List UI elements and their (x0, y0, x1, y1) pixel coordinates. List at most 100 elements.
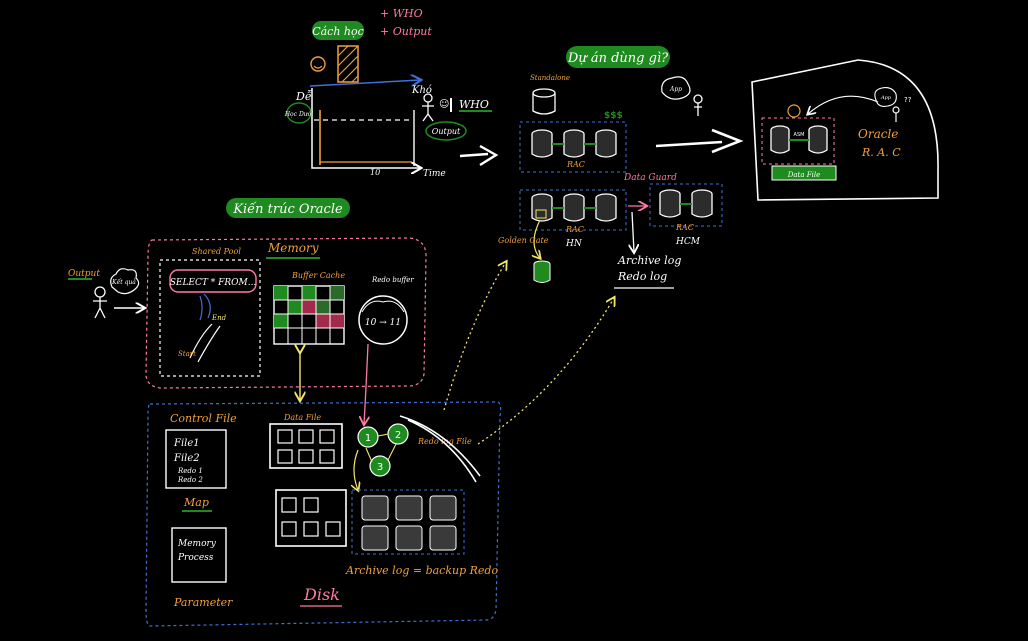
thought-bubble-icon (661, 76, 691, 100)
map-label: Map (183, 496, 209, 509)
project-banner-bg (566, 46, 670, 68)
y-mid-label: Khó (411, 85, 432, 96)
data-file-box-2 (275, 489, 347, 547)
smiley-icon (310, 56, 326, 72)
standalone-label: Standalone (530, 74, 570, 82)
hn-down-arrow (632, 211, 634, 252)
parse-path (199, 293, 211, 321)
hatch-lines (337, 45, 359, 83)
redo-buffer-to-log-arrow (364, 343, 368, 424)
memory-process-line-1: Memory (177, 539, 217, 549)
stick-figure-icon (93, 286, 107, 319)
asm-label: ASM (794, 132, 805, 138)
redo-group-2-label: 2 (395, 430, 401, 441)
mid-tag-oval (286, 102, 312, 124)
database-cylinder-icon (532, 88, 556, 115)
execution-path (189, 323, 221, 363)
rac-data-file-box (771, 165, 837, 181)
learning-graph: Cách học + WHO + Output Dễ Học Dưới Khó … (284, 7, 499, 179)
shared-pool-box (159, 259, 261, 377)
smile-glyph: ☺ (439, 99, 449, 110)
hn-label: HN (565, 239, 583, 249)
x-axis-arrow (309, 80, 420, 87)
redo-group-3 (369, 455, 391, 477)
memory-label: Memory (267, 241, 319, 255)
output-oval-label: Output (432, 127, 461, 136)
rac-label-hn: RAC (565, 225, 584, 234)
rac-label-hcm: RAC (675, 223, 694, 232)
y-low-label: Dễ (295, 90, 312, 103)
output-oval (425, 121, 467, 141)
user-bubble-text: Kết quả (111, 279, 136, 286)
control-file-line-4: Redo 2 (177, 476, 203, 484)
archive-caption: Archive log = backup Redo (345, 564, 498, 577)
hcm-cluster-box (649, 183, 723, 227)
arch-banner: Kiến trúc Oracle (232, 201, 343, 217)
time-axis-label: Time (423, 169, 446, 179)
thought-bubble-icon (874, 87, 897, 107)
rac-label-top: RAC (566, 160, 585, 169)
data-file-box-1 (269, 423, 343, 469)
to-archive-redo-arrow (477, 298, 614, 445)
redo-group-3-label: 3 (377, 462, 383, 473)
buffer-cache-grid (273, 285, 345, 345)
hcm-db-group (659, 189, 713, 218)
golden-gate-label-1: Golden Gate (498, 236, 549, 245)
shared-pool-label: Shared Pool (192, 247, 241, 256)
rac-title-1: Oracle (858, 127, 898, 141)
data-guard-label: Data Guard (623, 173, 677, 183)
parameter-box (171, 527, 227, 583)
disk-region (145, 401, 502, 627)
golden-gate-path (534, 219, 540, 258)
redo-range-text: 10 → 11 (365, 318, 401, 328)
who-label: WHO (459, 98, 489, 111)
rac-data-file-text: Data File (787, 171, 820, 179)
control-file-line-2: File2 (173, 453, 200, 464)
redo-buffer-label: Redo buffer (371, 276, 414, 284)
rac-qq: ?? (904, 96, 912, 104)
end-label: End (211, 314, 227, 322)
project-bubble-text: App (669, 86, 682, 93)
database-cylinder-icon (533, 260, 551, 283)
data-file-label: Data File (283, 413, 321, 422)
rac-inner-cluster (761, 117, 835, 165)
money-label: $$$ (604, 111, 623, 121)
gg-square (535, 209, 547, 219)
project-to-rac-arrow (655, 128, 744, 154)
tick-label: 10 (370, 168, 380, 177)
rac-db-group (531, 129, 617, 158)
hcm-label: HCM (675, 237, 701, 247)
rac-bubble-text: App (880, 95, 892, 101)
memory-process-line-2: Process (177, 553, 214, 563)
parameter-label: Parameter (173, 596, 233, 609)
stick-figure-icon (422, 93, 434, 122)
archive-log-region (351, 489, 465, 555)
stick-figure-icon (892, 106, 900, 122)
rac-panel-outline (751, 59, 939, 201)
redo-group-1-label: 1 (365, 433, 371, 444)
app-to-rac-arrow (808, 95, 879, 114)
arch-banner-bg (226, 198, 350, 218)
learning-banner: Cách học (312, 25, 364, 38)
thought-bubble-icon (110, 268, 140, 295)
rac-panel-db-group (770, 125, 828, 154)
redo-log-file-label: Redo log File (417, 437, 472, 446)
redo-log-groups: 1 2 3 (354, 423, 409, 490)
redo-log-label: Redo log (617, 270, 667, 283)
rac-title-2: R. A. C (861, 146, 901, 159)
to-golden-gate-arrow (443, 262, 506, 411)
disk-label: Disk (303, 585, 340, 604)
redo-group-1 (357, 426, 379, 448)
plus-who-text: + WHO (380, 7, 423, 20)
rac-panel: ASM Data File App ?? Oracle R. A. C (751, 59, 939, 201)
control-file-line-3: Redo 1 (177, 467, 203, 475)
control-file-label: Control File (170, 412, 237, 425)
archive-log-label: Archive log (617, 254, 681, 267)
redo-log-swoosh (399, 415, 481, 483)
rac-mark-circle (787, 104, 801, 118)
start-label: Start (178, 350, 196, 358)
control-file-box (165, 429, 227, 489)
stick-figure-icon (693, 94, 703, 116)
oracle-architecture: Kiến trúc Oracle Output Kết quả Shared P… (68, 198, 614, 627)
